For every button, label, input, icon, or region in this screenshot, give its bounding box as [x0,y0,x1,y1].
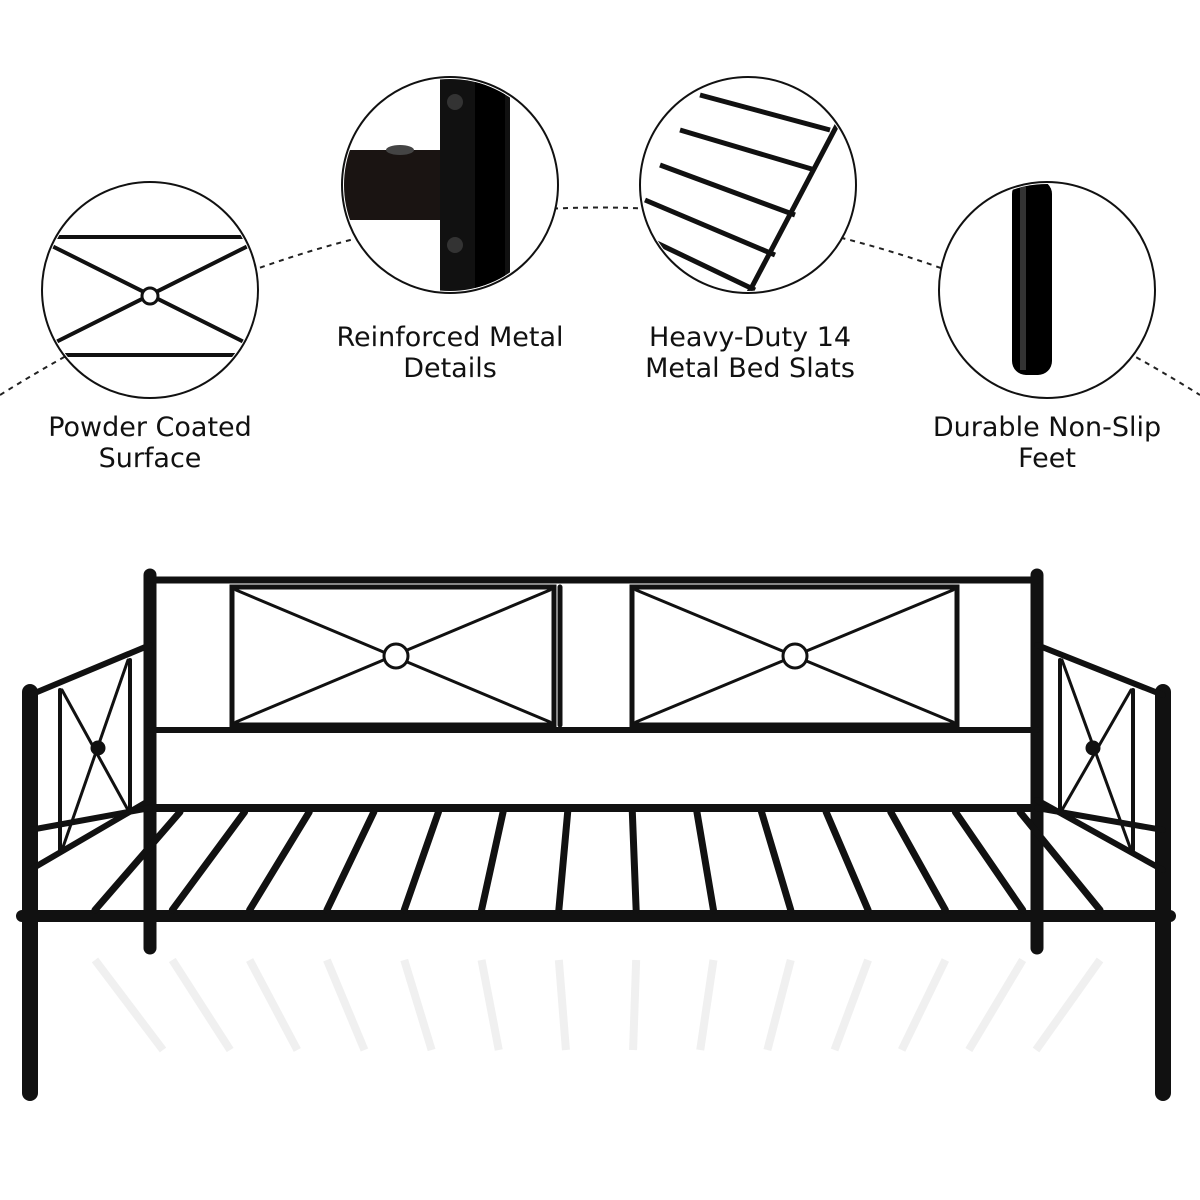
feature-label-line: Surface [98,443,202,474]
bed-slat [246,808,313,914]
non-slip-feet-detail-icon [938,181,1156,399]
bed-slat [758,808,795,914]
bed-slat [887,808,949,914]
powder-coated-detail-icon [41,181,259,399]
bed-slat [168,808,249,914]
bed-slat [1016,808,1104,914]
bed-slat [323,808,378,914]
slat-reflection [400,958,436,1052]
slat-reflection [629,959,641,1051]
feature-label-line: Powder Coated [48,412,252,443]
bed-slats-detail-icon [639,76,857,294]
slat-reflection [763,958,795,1052]
bed-slat [91,808,184,914]
slat-reflection [965,957,1027,1053]
bed-slat [822,808,872,914]
feature-label-line: Metal Bed Slats [645,353,855,384]
bed-slat [951,808,1027,914]
slat-reflection [898,958,949,1052]
slat-reflection [246,958,301,1052]
floor-reflection [25,960,1168,1090]
feature-label-line: Reinforced Metal [336,322,564,353]
bed-slat [400,808,442,914]
feature-label-line: Durable Non-Slip [932,412,1162,443]
slat-reflection [323,958,369,1052]
slat-reflection [91,957,167,1053]
bed-slat [628,808,640,914]
bed-slat [555,808,572,914]
bed-slat [693,808,717,914]
slat-reflection [168,957,234,1053]
feature-label-line: Heavy-Duty 14 [648,322,852,353]
daybed-frame [16,568,1176,1101]
slat-reflection [554,959,570,1051]
feature-label-line: Details [403,353,497,384]
slat-reflection [477,959,503,1051]
feature-label-line: Feet [1018,443,1076,474]
slat-reflection [1032,957,1104,1053]
slat-reflection [830,958,872,1052]
reinforced-metal-detail-icon [341,76,559,294]
slat-reflection [696,959,718,1051]
bed-slat [478,808,507,914]
